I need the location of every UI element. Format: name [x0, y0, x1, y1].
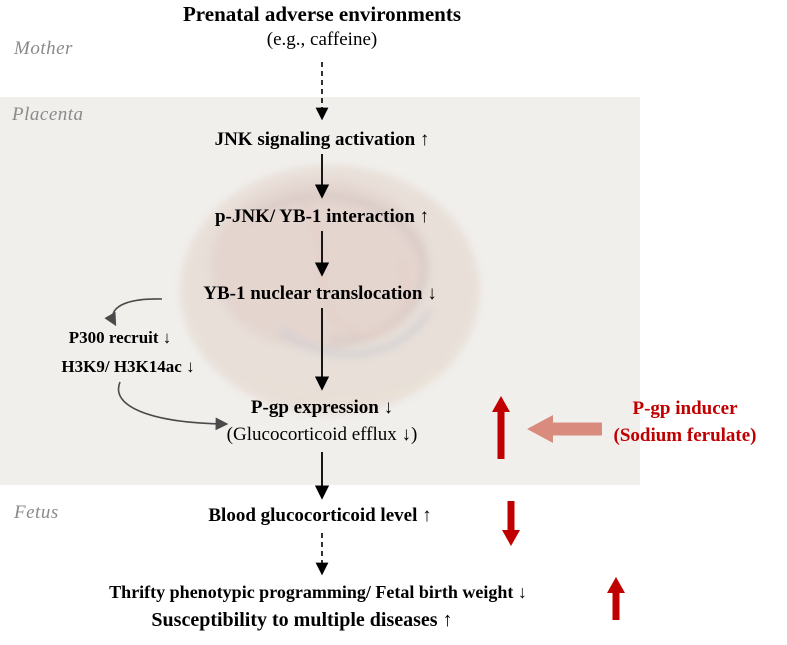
- figure-subtitle: (e.g., caffeine): [266, 29, 378, 50]
- node-susceptibility: Susceptibility to multiple diseases ↑: [151, 609, 453, 631]
- region-label-mother: Mother: [14, 38, 73, 59]
- node-yb1-translocation: YB-1 nuclear translocation ↓: [203, 283, 437, 304]
- region-label-placenta: Placenta: [12, 104, 84, 125]
- node-blood-glucocorticoid: Blood glucocorticoid level ↑: [208, 505, 432, 526]
- region-label-fetus: Fetus: [14, 502, 59, 523]
- node-pjnk-yb1-interaction: p-JNK/ YB-1 interaction ↑: [214, 206, 430, 227]
- red-up-arrow-thrifty-icon: [607, 577, 625, 620]
- node-h3k9-h3k14ac: H3K9/ H3K14ac ↓: [61, 357, 195, 376]
- figure-title: Prenatal adverse environments: [182, 2, 462, 26]
- inducer-detail: (Sodium ferulate): [613, 425, 757, 446]
- node-thrifty-programming: Thrifty phenotypic programming/ Fetal bi…: [109, 582, 527, 602]
- node-glucocorticoid-efflux: (Glucocorticoid efflux ↓): [226, 424, 418, 445]
- inducer-name: P-gp inducer: [632, 398, 738, 419]
- node-pgp-expression: P-gp expression ↓: [250, 397, 394, 418]
- node-p300-recruit: P300 recruit ↓: [68, 328, 172, 347]
- red-down-arrow-blood-icon: [502, 501, 520, 546]
- node-jnk-activation: JNK signaling activation ↑: [214, 129, 430, 150]
